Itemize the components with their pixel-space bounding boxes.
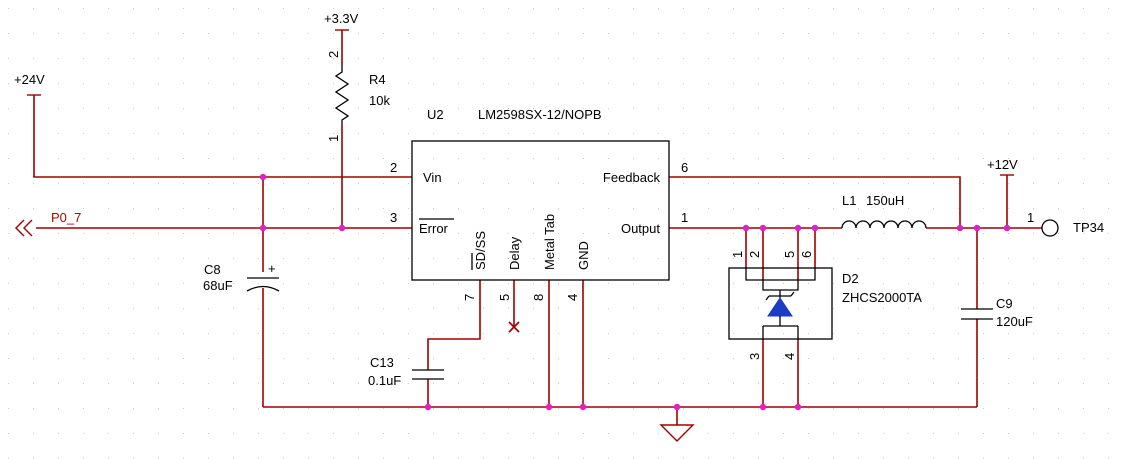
u2-body: [411, 140, 670, 281]
power-33v-label: +3.3V: [324, 11, 359, 26]
u2-pin-output-label: Output: [621, 221, 660, 236]
u2-pin-num-metal-tab: 8: [531, 294, 546, 301]
c13-value: 0.1uF: [368, 373, 401, 388]
u2-pin-num-error: 3: [390, 210, 397, 225]
junction-dot: [794, 224, 802, 232]
junction-dot: [579, 403, 587, 411]
u2-pin-error-label: Error: [419, 221, 449, 236]
tp34-ref: TP34: [1073, 220, 1104, 235]
d2-internal-bridge: [762, 280, 799, 291]
u2-pin-feedback-label: Feedback: [603, 170, 661, 185]
d2-pin-3: 3: [747, 353, 762, 360]
junction-dot: [973, 224, 981, 232]
l1-value: 150uH: [866, 193, 904, 208]
r4-value: 10k: [369, 93, 390, 108]
u2-pin-num-vin: 2: [390, 160, 397, 175]
resistor-r4: R4 10k 2 1: [326, 51, 390, 142]
junction-dot: [424, 403, 432, 411]
d2-value: ZHCS2000TA: [842, 290, 922, 305]
u2-pin-num-sdss: 7: [462, 294, 477, 301]
power-33v: +3.3V: [324, 11, 359, 31]
junction-dot: [673, 403, 681, 411]
d2-internal-bottom: [763, 316, 798, 327]
wires: [33, 30, 1042, 425]
grid-dots: [8, 8, 1109, 459]
c13-ref: C13: [370, 355, 394, 370]
net-label-p0-7: P0_7: [51, 210, 81, 225]
diode-d2: D2 ZHCS2000TA 1 2 5 6 3 4: [728, 251, 922, 360]
junction-dot: [956, 224, 964, 232]
wire-feedback: [669, 176, 961, 228]
capacitor-c13: C13 0.1uF: [368, 355, 444, 388]
d2-schottky-bar: [765, 291, 795, 301]
d2-ref: D2: [842, 271, 859, 286]
d2-pin-1: 1: [730, 251, 745, 258]
power-24v-label: +24V: [14, 72, 45, 87]
u2-pin-num-feedback: 6: [681, 160, 688, 175]
c8-plate-negative: [246, 285, 280, 292]
no-connect-delay-icon: [508, 321, 520, 333]
u2-regulator: U2 LM2598SX-12/NOPB Vin Error Feedback O…: [390, 107, 688, 333]
u2-pin-delay-label: Delay: [507, 236, 522, 270]
u2-ref: U2: [427, 107, 444, 122]
d2-body: [728, 267, 833, 340]
capacitor-c8: + C8 68uF: [203, 261, 280, 293]
u2-pin-num-gnd: 4: [565, 294, 580, 301]
inductor-l1-coil: [841, 220, 927, 229]
c8-polarity: +: [268, 261, 276, 276]
u2-pin-sdss-label: SD/SS: [473, 231, 488, 270]
d2-pin-4: 4: [782, 353, 797, 360]
junction-dot: [811, 224, 819, 232]
d2-pin-5: 5: [782, 251, 797, 258]
junction-dot: [794, 403, 802, 411]
off-page-connector-icon: [15, 219, 33, 237]
c8-ref: C8: [204, 262, 221, 277]
junction-dot: [338, 224, 346, 232]
capacitor-c9: C9 120uF: [961, 296, 1033, 329]
ground-icon: [659, 424, 695, 442]
r4-pin-top: 2: [326, 51, 341, 58]
junction-dot: [259, 224, 267, 232]
test-point-tp34-circle: [1041, 219, 1059, 237]
u2-pin-vin-label: Vin: [423, 170, 442, 185]
test-point-tp34: TP34 1: [1027, 210, 1104, 237]
c9-value: 120uF: [996, 314, 1033, 329]
junction-dot: [1003, 224, 1011, 232]
c8-value: 68uF: [203, 278, 233, 293]
l1-ref: L1: [842, 193, 856, 208]
power-12v-label: +12V: [987, 157, 1018, 172]
junction-dots: [259, 173, 1011, 411]
d2-internal-top: [745, 268, 816, 281]
power-12v: +12V: [987, 157, 1018, 176]
resistor-r4-body: [334, 65, 350, 125]
u2-pin-num-output: 1: [681, 210, 688, 225]
tp34-pin: 1: [1027, 210, 1034, 225]
c9-ref: C9: [996, 296, 1013, 311]
junction-dot: [759, 224, 767, 232]
u2-pin-num-delay: 5: [497, 294, 512, 301]
inductor-l1: L1 150uH: [841, 193, 927, 229]
power-24v: +24V: [14, 72, 45, 96]
wire-vin: [33, 95, 412, 178]
junction-dot: [545, 403, 553, 411]
net-port-p0-7: P0_7: [15, 210, 81, 237]
u2-pin-gnd-label: GND: [576, 241, 591, 270]
wire-sdss-c13: [427, 280, 481, 370]
diode-d2-triangle: [767, 297, 793, 317]
d2-pin-2: 2: [747, 251, 762, 258]
junction-dot: [259, 173, 267, 181]
u2-pin-metal-tab-label: Metal Tab: [542, 214, 557, 270]
u2-value: LM2598SX-12/NOPB: [478, 107, 602, 122]
junction-dot: [742, 224, 750, 232]
r4-ref: R4: [369, 72, 386, 87]
junction-dot: [759, 403, 767, 411]
d2-pin-6: 6: [799, 251, 814, 258]
r4-pin-bottom: 1: [326, 135, 341, 142]
